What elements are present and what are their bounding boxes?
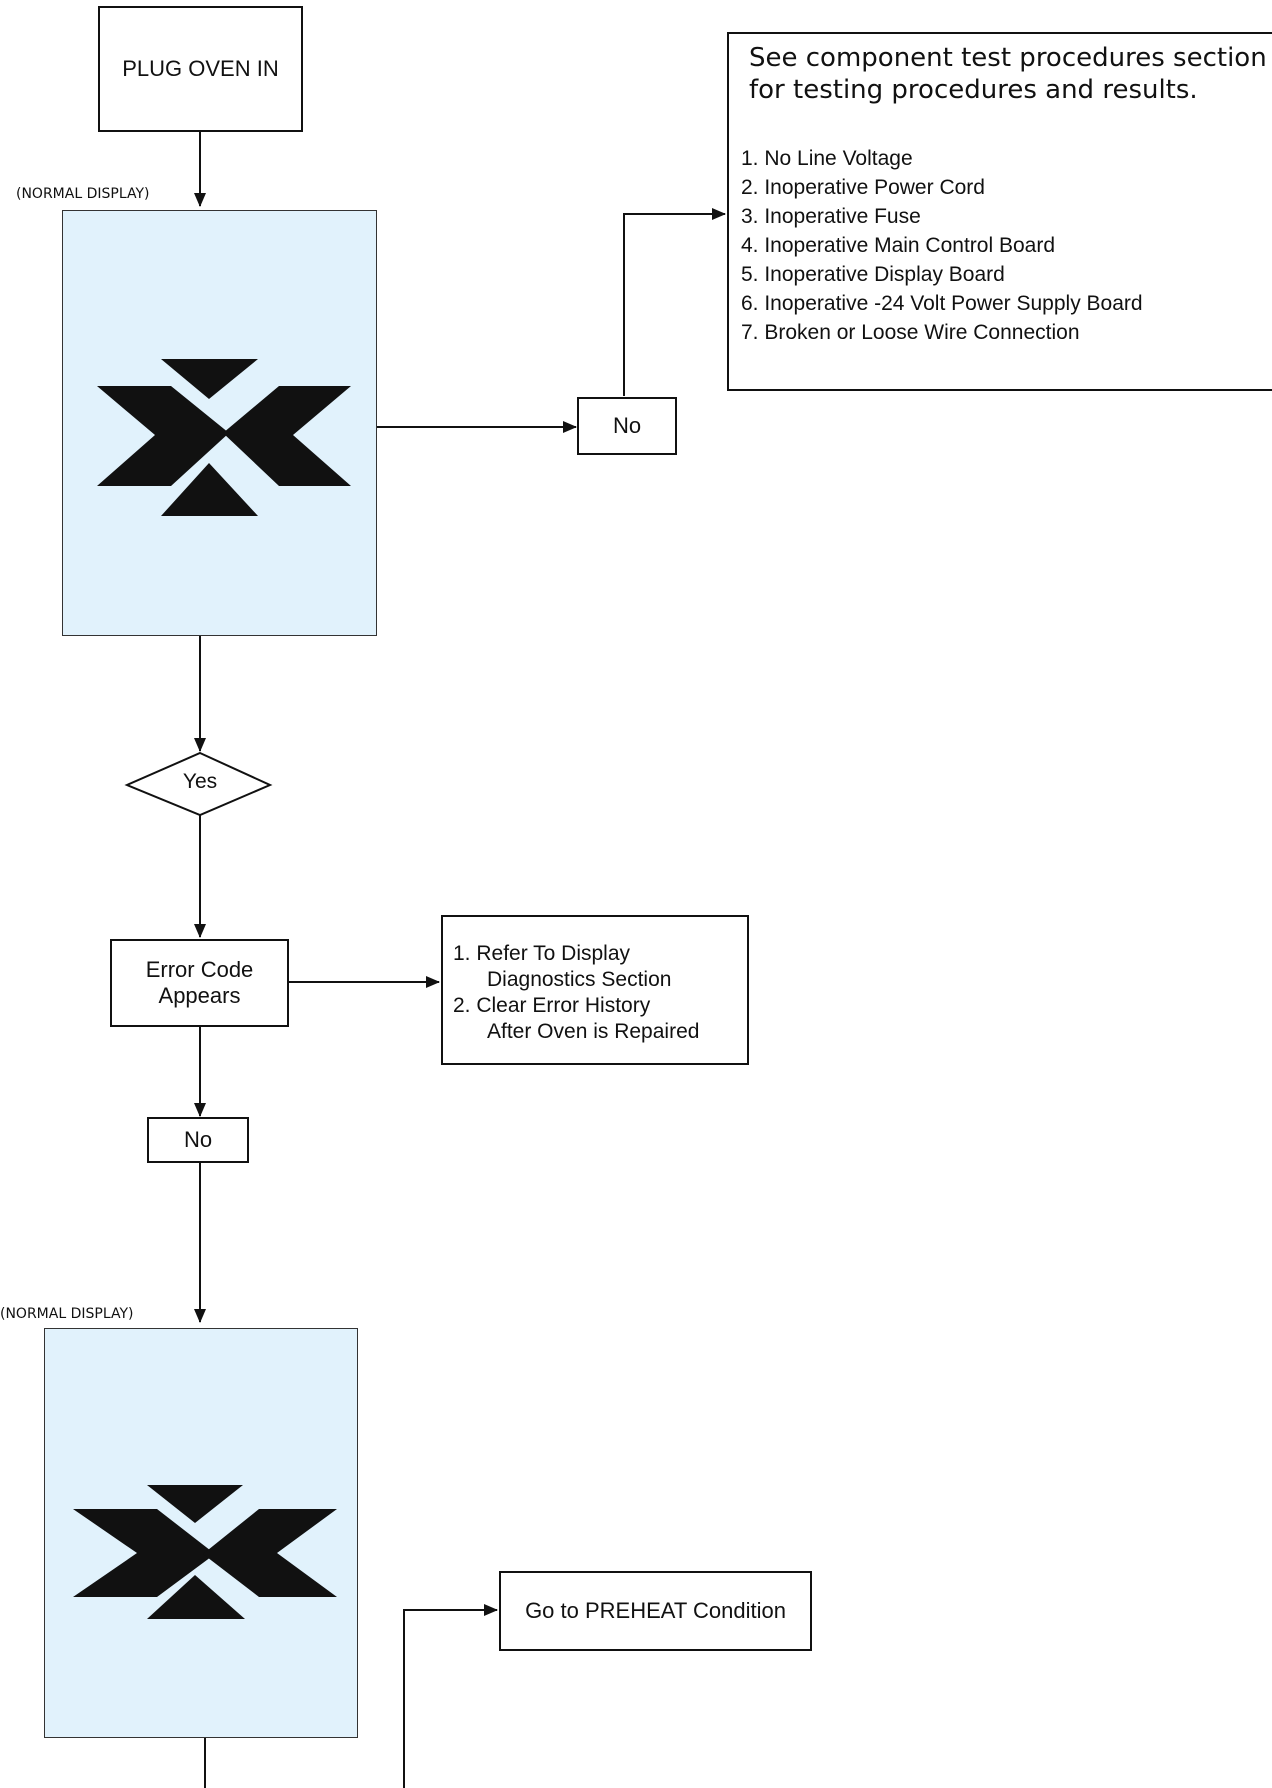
plug-oven-in-label: PLUG OVEN IN <box>122 56 279 81</box>
preheat-box: Go to PREHEAT Condition <box>499 1571 812 1651</box>
list-item: After Oven is Repaired <box>487 1020 700 1043</box>
error-code-line2: Appears <box>158 983 241 1008</box>
yes-diamond-shape <box>124 751 273 817</box>
list-item: 4. Inoperative Main Control Board <box>741 234 1056 257</box>
list-item: 7. Broken or Loose Wire Connection <box>741 321 1080 344</box>
no-box-top: No <box>577 397 677 455</box>
component-heading-line2: for testing procedures and results. <box>749 75 1198 105</box>
list-item: 3. Inoperative Fuse <box>741 205 921 228</box>
normal-display-caption-1: (NORMAL DISPLAY) <box>16 186 150 202</box>
component-list: 1. No Line Voltage 2. Inoperative Power … <box>741 144 1143 347</box>
normal-display-panel-2 <box>44 1328 358 1738</box>
list-item: Diagnostics Section <box>487 968 672 991</box>
list-item: 2. Inoperative Power Cord <box>741 176 985 199</box>
no-box-middle: No <box>147 1117 249 1163</box>
normal-display-panel-1 <box>62 210 377 636</box>
error-code-box: Error Code Appears <box>110 939 289 1027</box>
preheat-label: Go to PREHEAT Condition <box>525 1598 786 1623</box>
arrow-no-to-components <box>623 208 726 396</box>
plug-oven-in-box: PLUG OVEN IN <box>98 6 303 132</box>
component-heading-line1: See component test procedures section <box>749 43 1267 73</box>
error-code-line1: Error Code <box>145 957 254 982</box>
error-actions-box: 1. Refer To Display Diagnostics Section … <box>441 915 749 1065</box>
component-heading: See component test procedures section fo… <box>749 42 1267 106</box>
yes-decision-label: Yes <box>182 770 218 793</box>
list-item: 2. Clear Error History <box>453 994 651 1017</box>
list-item: 1. Refer To Display <box>453 942 631 965</box>
normal-display-caption-2: (NORMAL DISPLAY) <box>0 1306 134 1322</box>
oven-x-logo-icon <box>73 1485 337 1619</box>
oven-x-logo-icon <box>97 359 351 516</box>
no-mid-label: No <box>183 1127 213 1152</box>
list-item: 6. Inoperative -24 Volt Power Supply Boa… <box>741 292 1143 315</box>
list-item: 5. Inoperative Display Board <box>741 263 1005 286</box>
no-top-label: No <box>612 413 642 438</box>
component-test-box: See component test procedures section fo… <box>727 32 1272 391</box>
arrow-to-preheat <box>403 1604 498 1788</box>
error-actions-list: 1. Refer To Display Diagnostics Section … <box>453 941 699 1045</box>
list-item: 1. No Line Voltage <box>741 147 913 170</box>
